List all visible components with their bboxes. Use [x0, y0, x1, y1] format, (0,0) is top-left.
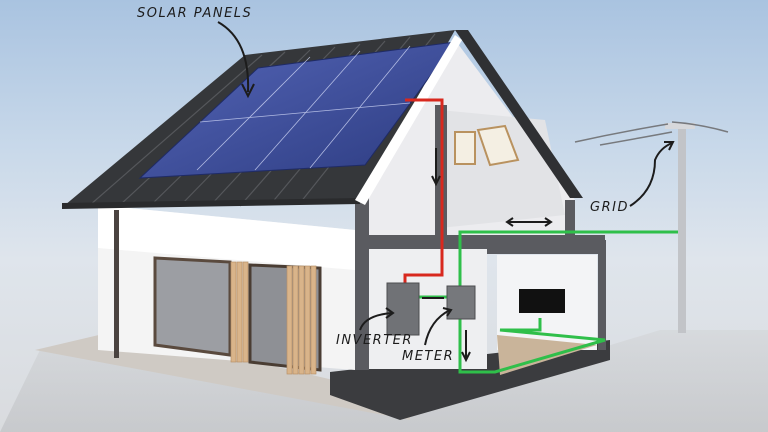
roof-frame-right — [455, 30, 583, 198]
meter-arrow — [424, 309, 451, 346]
downpipe — [114, 210, 119, 358]
grid-label: GRID — [590, 200, 629, 215]
inverter-arrow — [359, 312, 393, 331]
front-wall-band — [98, 205, 355, 270]
utility-pole — [678, 128, 686, 333]
inverter — [386, 282, 420, 336]
gable-fascia — [355, 35, 462, 205]
wood-slats-right — [286, 265, 317, 375]
dc-wire — [403, 98, 444, 285]
solar-panels-label: SOLAR PANELS — [137, 6, 253, 21]
wall-post-left — [355, 165, 369, 370]
ac-wire-house — [458, 310, 606, 374]
pole-crossarm — [665, 123, 695, 129]
tv — [519, 289, 565, 313]
inverter-label: INVERTER — [336, 333, 413, 348]
power-line-2 — [599, 131, 673, 146]
ac-wire-grid — [458, 230, 680, 300]
grid-arrow — [629, 142, 673, 207]
meter-label: METER — [402, 349, 455, 364]
power-line-1 — [574, 123, 669, 143]
terrace-slab — [35, 330, 410, 420]
solar-arrow — [217, 21, 250, 93]
wood-slats-left — [230, 261, 249, 363]
garage-frame — [487, 240, 605, 254]
annotation-arrows — [217, 21, 675, 363]
ground-shadow — [0, 330, 768, 432]
roof-gutter — [62, 198, 360, 209]
wall-post-right — [565, 200, 575, 240]
garage-post — [598, 240, 606, 350]
panel-grid — [196, 45, 411, 171]
skylight-1 — [454, 131, 476, 165]
meter — [446, 285, 476, 320]
power-line-3 — [671, 121, 729, 133]
glass-door-left — [153, 256, 232, 357]
skylight-2 — [476, 124, 520, 167]
